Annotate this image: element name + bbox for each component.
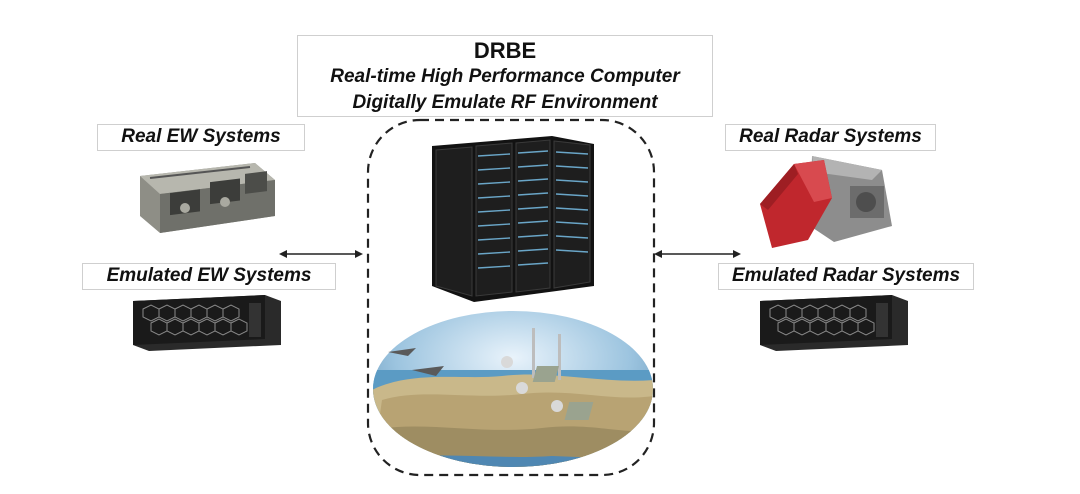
drbe-title-box: DRBE Real-time High Performance Computer… (297, 35, 713, 117)
right-double-arrow-icon (654, 250, 741, 258)
real-radar-label: Real Radar Systems (725, 124, 936, 151)
server-rack-icon (432, 136, 594, 302)
ew-hardware-icon (140, 163, 275, 233)
ew-server-icon (133, 295, 281, 351)
real-ew-label: Real EW Systems (97, 124, 305, 151)
emulated-ew-label: Emulated EW Systems (82, 263, 336, 290)
radar-server-icon (760, 295, 908, 351)
left-double-arrow-icon (279, 250, 363, 258)
battlefield-globe-icon (373, 311, 653, 467)
radar-hardware-icon (760, 156, 892, 248)
drbe-subtitle-line1: Real-time High Performance Computer (330, 66, 680, 87)
emulated-radar-label: Emulated Radar Systems (718, 263, 974, 290)
drbe-subtitle-line2: Digitally Emulate RF Environment (352, 92, 658, 113)
drbe-title: DRBE (473, 38, 537, 63)
